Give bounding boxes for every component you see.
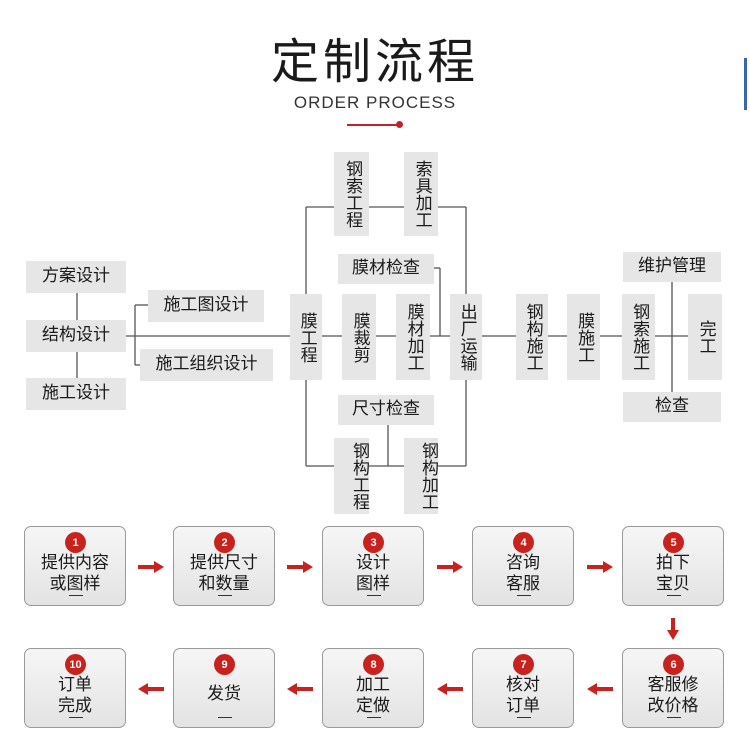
arrow-right-icon (437, 561, 463, 573)
step-label: 核对 订单 (506, 675, 540, 716)
step-number-badge: 7 (513, 654, 534, 675)
step-label: 加工 定做 (356, 675, 390, 716)
title-underline (347, 124, 399, 126)
step-number-badge: 9 (214, 654, 235, 675)
box-steel-cable-engineering: 钢索工程 (334, 152, 369, 236)
arrow-right-icon (287, 561, 313, 573)
step-underline (517, 717, 531, 718)
box-check: 检查 (623, 392, 721, 422)
box-membrane-engineering: 膜工程 (290, 294, 322, 380)
arrow-down-icon (667, 618, 679, 640)
box-shipping: 出厂运输 (450, 294, 482, 380)
step-label: 提供内容 或图样 (41, 553, 109, 594)
step-underline (367, 595, 381, 596)
box-steel-structure-processing: 钢构加工 (404, 438, 438, 514)
box-membrane-processing: 膜材加工 (396, 294, 430, 380)
step-number-badge: 3 (363, 532, 384, 553)
step-7: 7 核对 订单 (472, 648, 574, 728)
step-underline (667, 595, 681, 596)
box-scheme-design: 方案设计 (26, 261, 126, 293)
step-number-badge: 4 (513, 532, 534, 553)
step-underline (69, 595, 83, 596)
step-number-badge: 10 (65, 654, 86, 675)
step-2: 2 提供尺寸 和数量 (173, 526, 275, 606)
arrow-left-icon (138, 683, 164, 695)
box-maintenance: 维护管理 (623, 252, 721, 282)
step-label: 提供尺寸 和数量 (190, 553, 258, 594)
box-construction-drawing: 施工图设计 (148, 290, 264, 322)
step-underline (367, 717, 381, 718)
step-underline (218, 595, 232, 596)
step-label: 发货 (207, 684, 241, 704)
step-number-badge: 8 (363, 654, 384, 675)
step-underline (218, 717, 232, 718)
step-4: 4 咨询 客服 (472, 526, 574, 606)
arrow-left-icon (587, 683, 613, 695)
step-6: 6 客服修 改价格 (622, 648, 724, 728)
step-number-badge: 6 (663, 654, 684, 675)
box-construction-design: 施工设计 (26, 378, 126, 410)
step-10: 10 订单 完成 (24, 648, 126, 728)
arrow-left-icon (287, 683, 313, 695)
box-structure-design: 结构设计 (26, 320, 126, 352)
title-underline-dot (396, 121, 403, 128)
box-membrane-construction: 膜施工 (567, 294, 600, 380)
box-steel-structure-construction: 钢构施工 (516, 294, 548, 380)
arrow-right-icon (587, 561, 613, 573)
page-title: 定制流程 (270, 34, 479, 90)
step-9: 9 发货 (173, 648, 275, 728)
box-steel-structure-engineering: 钢构工程 (334, 438, 369, 514)
box-cable-processing: 索具加工 (404, 152, 438, 236)
step-label: 拍下 宝贝 (656, 553, 690, 594)
box-construction-organization: 施工组织设计 (140, 349, 273, 381)
step-label: 订单 完成 (58, 675, 92, 716)
arrow-right-icon (138, 561, 164, 573)
step-1: 1 提供内容 或图样 (24, 526, 126, 606)
page-subtitle: ORDER PROCESS (293, 93, 457, 112)
box-dimension-inspection: 尺寸检查 (338, 395, 434, 425)
arrow-left-icon (437, 683, 463, 695)
step-number-badge: 5 (663, 532, 684, 553)
step-number-badge: 1 (65, 532, 86, 553)
box-steel-cable-construction: 钢索施工 (622, 294, 655, 380)
step-underline (517, 595, 531, 596)
step-5: 5 拍下 宝贝 (622, 526, 724, 606)
edge-accent-bar (744, 58, 747, 110)
box-membrane-inspection: 膜材检查 (338, 254, 434, 284)
step-label: 客服修 改价格 (647, 675, 699, 716)
box-membrane-cutting: 膜裁剪 (342, 294, 376, 380)
step-3: 3 设计 图样 (322, 526, 424, 606)
step-number-badge: 2 (214, 532, 235, 553)
box-completion: 完工 (688, 294, 722, 380)
step-8: 8 加工 定做 (322, 648, 424, 728)
step-label: 咨询 客服 (506, 553, 540, 594)
step-underline (69, 717, 83, 718)
step-underline (667, 717, 681, 718)
step-label: 设计 图样 (356, 553, 390, 594)
